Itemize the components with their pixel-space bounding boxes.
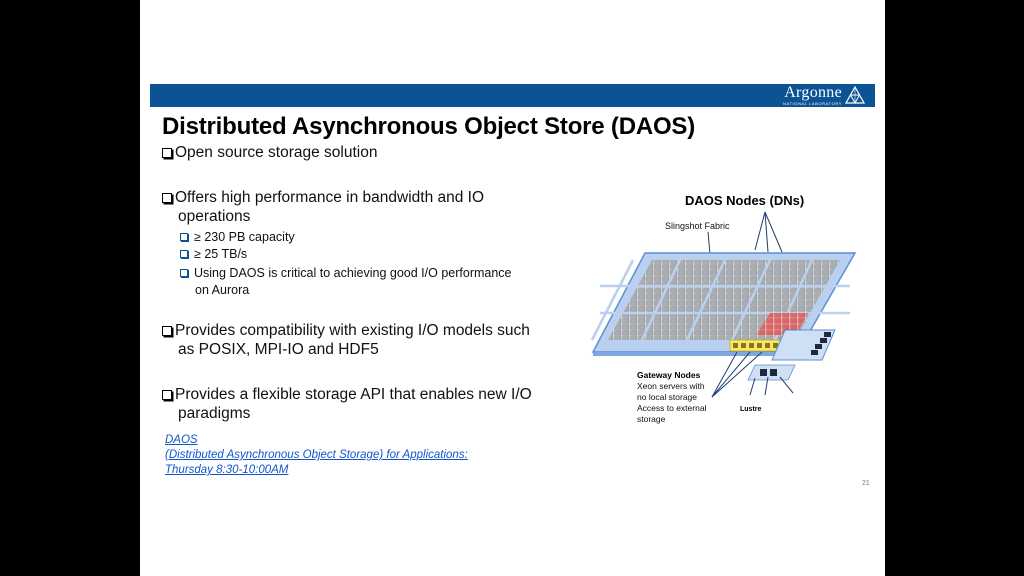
fabric-label: Slingshot Fabric xyxy=(665,221,730,231)
checkbox-bullet-icon xyxy=(180,269,188,277)
bullet-high-performance: Offers high performance in bandwidth and… xyxy=(162,188,484,226)
daos-architecture-diagram: DAOS Nodes (DNs) Slingshot Fabric xyxy=(590,193,857,424)
link-line3[interactable]: Thursday 8:30-10:00AM xyxy=(165,464,289,476)
gateway-node-units xyxy=(733,343,778,348)
gateway-desc-line3: Access to external xyxy=(637,403,707,413)
gateway-heading: Gateway Nodes xyxy=(637,370,701,380)
checkbox-bullet-icon xyxy=(162,148,172,158)
bullet-text-line1: Provides compatibility with existing I/O… xyxy=(175,322,530,339)
lustre-label: Lustre xyxy=(740,406,762,413)
checkbox-bullet-icon xyxy=(180,250,188,258)
checkbox-bullet-icon xyxy=(180,233,188,241)
external-storage-units xyxy=(811,332,831,355)
subbullet-text-line2: on Aurora xyxy=(195,283,250,297)
gateway-callout-lines xyxy=(711,351,763,398)
bullet-open-source: Open source storage solution xyxy=(162,143,377,162)
argonne-logo: Argonne NATIONAL LABORATORY xyxy=(783,85,865,107)
fabric-callout-line xyxy=(707,231,711,255)
subbullet-text: ≥ 25 TB/s xyxy=(194,247,248,261)
link-line1[interactable]: DAOS xyxy=(165,434,198,446)
checkbox-bullet-icon xyxy=(162,193,172,203)
lustre-callout-lines xyxy=(749,376,794,396)
bullet-text-line2: as POSIX, MPI-IO and HDF5 xyxy=(178,341,379,358)
external-storage-board xyxy=(771,329,836,361)
bullet-text-line2: paradigms xyxy=(178,405,251,422)
title-callout-lines xyxy=(754,211,783,253)
page-number: 21 xyxy=(862,480,870,487)
slide: Argonne NATIONAL LABORATORY Distributed … xyxy=(140,0,885,576)
bullet-text-line2: operations xyxy=(178,208,251,225)
argonne-logo-icon xyxy=(845,86,865,105)
checkbox-bullet-icon xyxy=(162,390,172,400)
checkbox-bullet-icon xyxy=(162,326,172,336)
subbullet-text: ≥ 230 PB capacity xyxy=(194,230,295,244)
bullet-text-line1: Offers high performance in bandwidth and… xyxy=(175,189,485,206)
daos-session-link[interactable]: DAOS (Distributed Asynchronous Object St… xyxy=(165,433,468,478)
diagram-title: DAOS Nodes (DNs) xyxy=(685,193,804,208)
bullet-text: Open source storage solution xyxy=(175,144,378,161)
bullet-text-line1: Provides a flexible storage API that ena… xyxy=(175,386,532,403)
header-banner: Argonne NATIONAL LABORATORY xyxy=(150,84,875,107)
lustre-storage-units xyxy=(760,369,777,376)
link-line2[interactable]: (Distributed Asynchronous Object Storage… xyxy=(165,449,468,461)
gateway-desc-line1: Xeon servers with xyxy=(637,381,705,391)
logo-subtitle: NATIONAL LABORATORY xyxy=(783,101,842,106)
bullet-storage-api: Provides a flexible storage API that ena… xyxy=(162,385,532,423)
subbullet-bandwidth: ≥ 25 TB/s xyxy=(180,246,247,263)
logo-name: Argonne xyxy=(784,84,842,101)
slide-title: Distributed Asynchronous Object Store (D… xyxy=(162,113,696,140)
daos-server-racks xyxy=(590,259,850,341)
subbullet-aurora: Using DAOS is critical to achieving good… xyxy=(180,265,512,299)
subbullet-capacity: ≥ 230 PB capacity xyxy=(180,229,295,246)
subbullet-text-line1: Using DAOS is critical to achieving good… xyxy=(194,266,512,280)
gateway-desc-line2: no local storage xyxy=(637,392,697,402)
bullet-compatibility: Provides compatibility with existing I/O… xyxy=(162,321,530,359)
fabric-board-edge xyxy=(593,352,798,356)
gateway-desc-line4: storage xyxy=(637,414,666,424)
